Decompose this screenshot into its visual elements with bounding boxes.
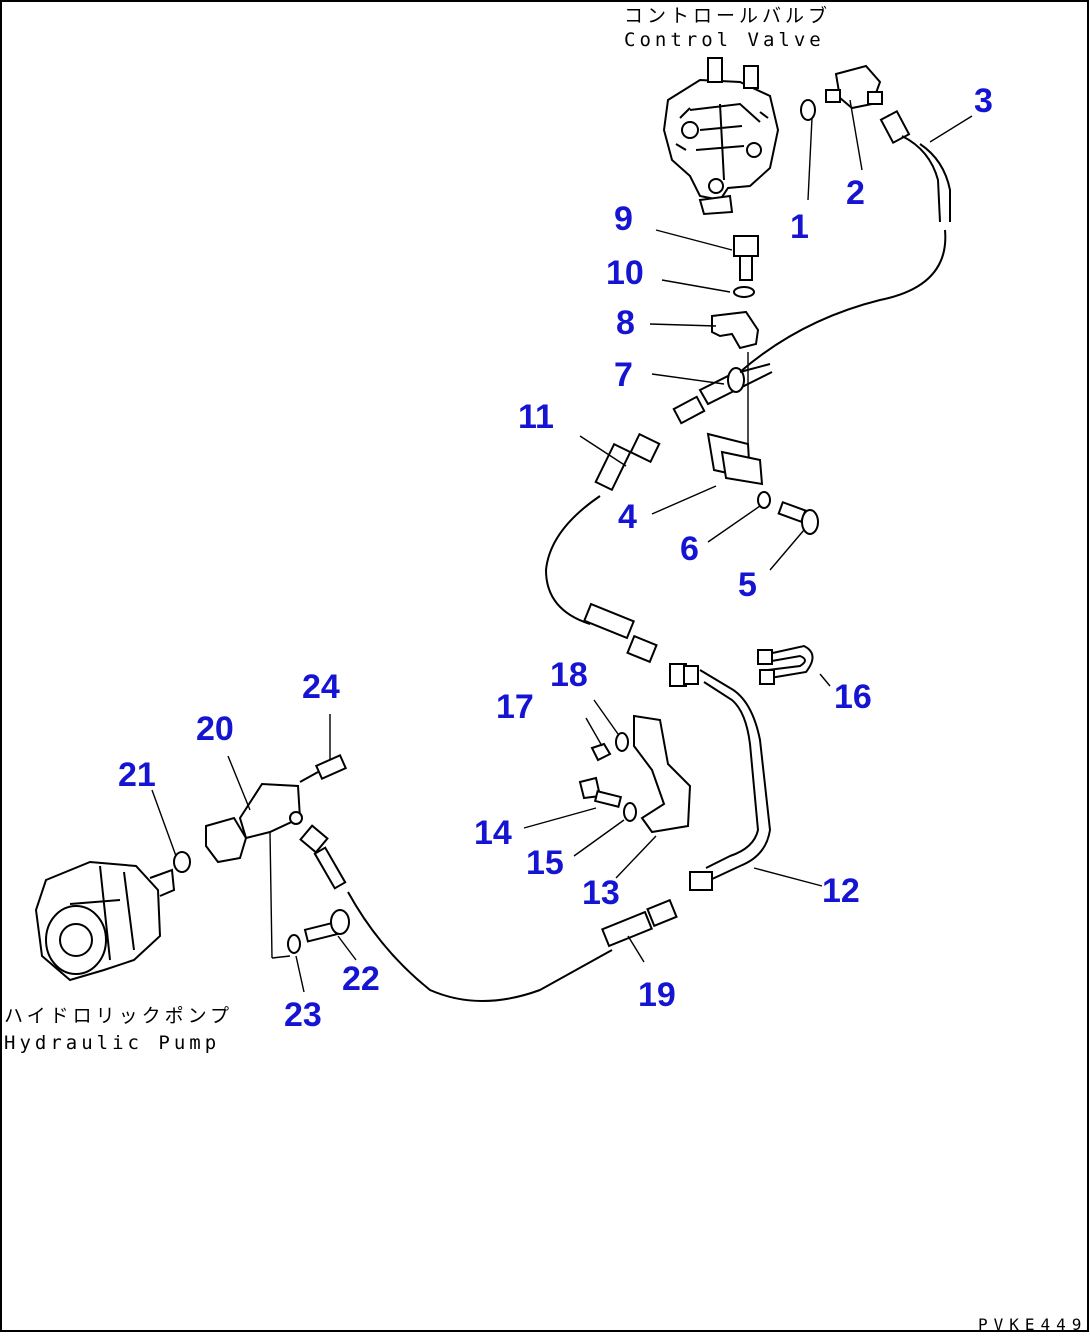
bolt-part-14 xyxy=(578,776,623,808)
pipe-part-12 xyxy=(669,663,772,891)
callout-17: 17 xyxy=(496,688,534,726)
bolt-part-5 xyxy=(777,500,819,535)
bracket-part-4 xyxy=(706,352,764,486)
callout-8: 8 xyxy=(616,304,635,342)
callout-4: 4 xyxy=(618,498,637,536)
washer-part-10 xyxy=(733,286,755,298)
control-valve-jp-caption: コントロールバルブ xyxy=(624,4,831,27)
callout-7: 7 xyxy=(614,356,633,394)
hydraulic-pump-assembly xyxy=(34,860,176,982)
callout-11: 11 xyxy=(518,398,554,436)
leader-lines xyxy=(151,99,973,993)
nut-part-17 xyxy=(590,742,612,762)
callout-18: 18 xyxy=(550,656,588,694)
callout-21: 21 xyxy=(118,756,156,794)
callout-6: 6 xyxy=(680,530,699,568)
hydraulic-pump-en-caption: Hydraulic Pump xyxy=(4,1032,220,1054)
bolt-part-9 xyxy=(733,235,759,281)
fitting-part-24 xyxy=(299,753,348,783)
washer-part-15 xyxy=(623,802,637,822)
callout-2: 2 xyxy=(846,174,865,212)
bolt-part-22 xyxy=(303,909,350,943)
o-ring-part-1 xyxy=(800,99,816,121)
callout-13: 13 xyxy=(582,874,620,912)
callout-16: 16 xyxy=(834,678,872,716)
callout-14: 14 xyxy=(474,814,512,852)
hose-part-3 xyxy=(739,109,951,373)
clamp-part-8 xyxy=(711,310,760,350)
hose-part-11 xyxy=(544,432,661,664)
callout-12: 12 xyxy=(822,872,860,910)
callout-5: 5 xyxy=(738,566,757,604)
callout-3: 3 xyxy=(974,82,993,120)
control-valve-assembly xyxy=(662,57,780,216)
hose-fitting-part-7 xyxy=(672,363,773,425)
callout-1: 1 xyxy=(790,208,809,246)
callout-23: 23 xyxy=(284,996,322,1034)
control-valve-en-caption: Control Valve xyxy=(624,29,825,51)
callout-20: 20 xyxy=(196,710,234,748)
elbow-fitting-part-2 xyxy=(825,64,883,110)
o-ring-part-21 xyxy=(173,851,191,873)
bracket-part-13 xyxy=(633,714,692,834)
callout-9: 9 xyxy=(614,200,633,238)
callout-22: 22 xyxy=(342,960,380,998)
washer-part-6 xyxy=(757,491,771,509)
washer-part-18 xyxy=(615,732,629,752)
hose-part-19 xyxy=(299,824,678,1002)
u-pipe-part-16 xyxy=(757,644,814,685)
washer-part-23 xyxy=(287,934,301,954)
callout-15: 15 xyxy=(526,844,564,882)
hydraulic-pump-jp-caption: ハイドロリックポンプ xyxy=(4,1005,233,1027)
callout-24: 24 xyxy=(302,668,340,706)
callout-10: 10 xyxy=(606,254,644,292)
drawing-code: PVKE449 xyxy=(978,1315,1087,1334)
flange-part-20 xyxy=(205,782,303,959)
callout-19: 19 xyxy=(638,976,676,1014)
